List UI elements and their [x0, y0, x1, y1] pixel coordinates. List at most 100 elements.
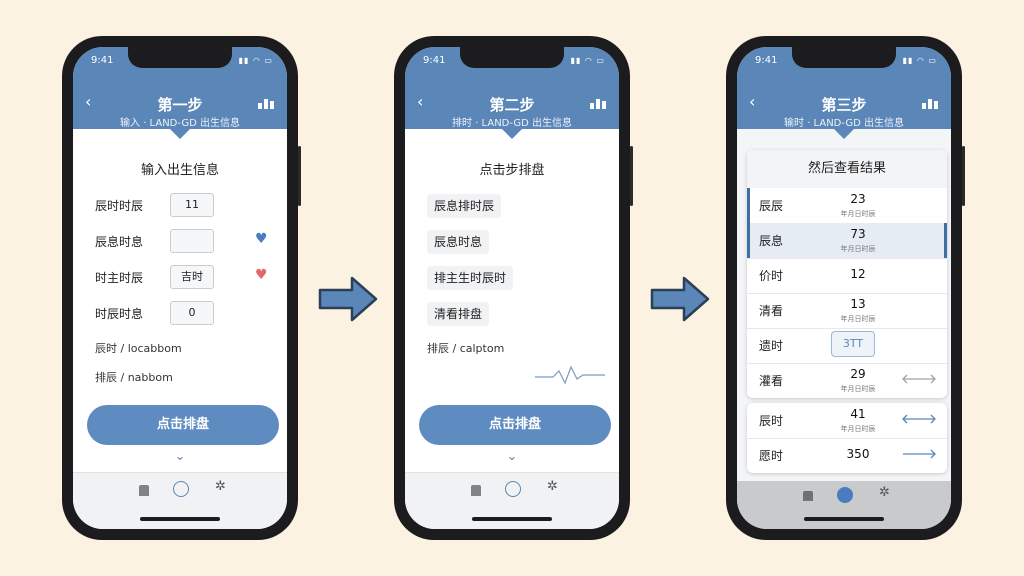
step-item[interactable]: 清看排盘	[427, 302, 490, 326]
home-icon[interactable]	[471, 485, 481, 496]
heart-icon[interactable]: ♥	[255, 231, 268, 247]
status-time: 9:41	[755, 55, 778, 66]
result-sub: 年月日时辰	[840, 385, 876, 393]
phone-screen: 9:41 ▮▮ ◠ ▭ ‹ 第三步 输时 · LAND-GD 出生信息 然后查看…	[737, 47, 951, 529]
section-title: 点击步排盘	[479, 163, 545, 178]
signal-wifi-battery-icon: ▮▮ ◠ ▭	[902, 56, 937, 65]
result-row[interactable]: 灌看 29 年月日时辰	[747, 363, 947, 398]
result-row[interactable]: 辰息 73 年月日时辰	[747, 223, 947, 259]
phone-step-3: 9:41 ▮▮ ◠ ▭ ‹ 第三步 输时 · LAND-GD 出生信息 然后查看…	[726, 36, 965, 540]
form-label: 辰时时辰	[95, 199, 144, 213]
note-text: 排辰 / nabbom	[95, 371, 173, 384]
status-time: 9:41	[91, 55, 114, 66]
signal-wifi-battery-icon: ▮▮ ◠ ▭	[238, 56, 273, 65]
home-indicator	[472, 517, 552, 521]
back-icon[interactable]: ‹	[85, 92, 92, 111]
chevron-down-icon[interactable]: ⌄	[174, 449, 186, 464]
result-row[interactable]: 价时 12	[747, 258, 947, 294]
circle-icon[interactable]	[837, 487, 853, 503]
tab-bar: ✲	[737, 481, 951, 529]
note-text: 排辰 / calptom	[427, 342, 505, 355]
tab-bar: ✲	[73, 472, 287, 529]
form-label: 时辰时息	[95, 307, 144, 321]
form-input[interactable]: 吉时	[170, 265, 214, 289]
step-item[interactable]: 辰息排时辰	[427, 194, 502, 218]
bar-chart-icon[interactable]	[257, 95, 275, 109]
result-value: 350	[846, 447, 870, 461]
chevron-down-icon[interactable]: ⌄	[506, 449, 518, 464]
phone-screen: 9:41 ▮▮ ◠ ▭ ‹ 第二步 排时 · LAND-GD 出生信息 点击步排…	[405, 47, 619, 529]
result-row[interactable]: 愿时 350	[747, 438, 947, 473]
status-time: 9:41	[423, 55, 446, 66]
result-value: 13	[850, 297, 866, 311]
phone-screen: 9:41 ▮▮ ◠ ▭ ‹ 第一步 输入 · LAND-GD 出生信息 输入出生…	[73, 47, 287, 529]
double-arrow-icon[interactable]	[901, 372, 937, 386]
step-item[interactable]: 辰息时息	[427, 230, 490, 254]
result-card: 然后查看结果 辰辰 23 年月日时辰 辰息 73 年月日时辰 价时 12 清看 …	[747, 150, 947, 398]
result-row[interactable]: 辰辰 23 年月日时辰	[747, 188, 947, 224]
back-icon[interactable]: ‹	[417, 92, 424, 111]
result-value: 73	[850, 227, 866, 241]
back-icon[interactable]: ‹	[749, 92, 756, 111]
result-value: 12	[850, 267, 866, 281]
heart-icon[interactable]: ♥	[255, 267, 268, 283]
home-icon[interactable]	[139, 485, 149, 496]
page-subtitle: 输入 · LAND-GD 出生信息	[120, 118, 240, 129]
circle-icon[interactable]	[173, 481, 189, 497]
result-label: 遗时	[759, 339, 784, 353]
result-sub: 年月日时辰	[840, 315, 876, 323]
result-label: 灌看	[759, 374, 784, 388]
tab-bar: ✲	[405, 472, 619, 529]
step-item[interactable]: 排主生时辰时	[427, 266, 514, 290]
result-row[interactable]: 清看 13 年月日时辰	[747, 293, 947, 329]
result-sub: 年月日时辰	[840, 425, 876, 433]
result-label: 愿时	[759, 449, 784, 463]
result-label: 清看	[759, 304, 784, 318]
form-label: 辰息时息	[95, 235, 144, 249]
form-input[interactable]: 11	[170, 193, 214, 217]
right-arrow-icon	[318, 276, 378, 322]
notch	[460, 47, 564, 68]
result-label: 辰时	[759, 414, 784, 428]
arrange-button[interactable]: 点击排盘	[419, 405, 611, 445]
page-subtitle: 输时 · LAND-GD 出生信息	[784, 118, 904, 129]
result-sub: 年月日时辰	[840, 210, 876, 218]
section-title: 输入出生信息	[140, 163, 219, 178]
home-indicator	[140, 517, 220, 521]
page-title: 第二步	[489, 96, 535, 114]
home-indicator	[804, 517, 884, 521]
result-sub: 年月日时辰	[840, 245, 876, 253]
home-icon[interactable]	[803, 491, 813, 501]
result-card-title: 然后查看结果	[747, 150, 947, 188]
sparkle-icon[interactable]: ✲	[215, 479, 226, 494]
result-row[interactable]: 遗时 3TT	[747, 328, 947, 364]
double-arrow-icon[interactable]	[901, 412, 937, 426]
form-label: 时主时辰	[95, 271, 144, 285]
page-subtitle: 排时 · LAND-GD 出生信息	[452, 118, 572, 129]
circle-icon[interactable]	[505, 481, 521, 497]
signal-wifi-battery-icon: ▮▮ ◠ ▭	[570, 56, 605, 65]
result-card-secondary: 辰时 41 年月日时辰 愿时 350	[747, 403, 947, 473]
arrange-button[interactable]: 点击排盘	[87, 405, 279, 445]
notch	[792, 47, 896, 68]
page-title: 第三步	[821, 96, 867, 114]
phone-step-1: 9:41 ▮▮ ◠ ▭ ‹ 第一步 输入 · LAND-GD 出生信息 输入出生…	[62, 36, 301, 540]
result-label: 辰辰	[759, 199, 784, 213]
result-value: 23	[850, 192, 866, 206]
notch	[128, 47, 232, 68]
result-value-box[interactable]: 3TT	[831, 331, 875, 357]
result-row[interactable]: 辰时 41 年月日时辰	[747, 403, 947, 439]
note-text: 辰时 / locabbom	[95, 342, 182, 355]
result-label: 辰息	[759, 234, 784, 248]
waveform-icon	[535, 365, 605, 385]
result-label: 价时	[759, 269, 784, 283]
bar-chart-icon[interactable]	[921, 95, 939, 109]
form-input[interactable]	[170, 229, 214, 253]
result-value: 41	[850, 407, 866, 421]
right-arrow-small-icon[interactable]	[901, 447, 937, 461]
page-title: 第一步	[157, 96, 203, 114]
bar-chart-icon[interactable]	[589, 95, 607, 109]
sparkle-icon[interactable]: ✲	[547, 479, 558, 494]
form-input[interactable]: 0	[170, 301, 214, 325]
sparkle-icon[interactable]: ✲	[879, 485, 890, 500]
